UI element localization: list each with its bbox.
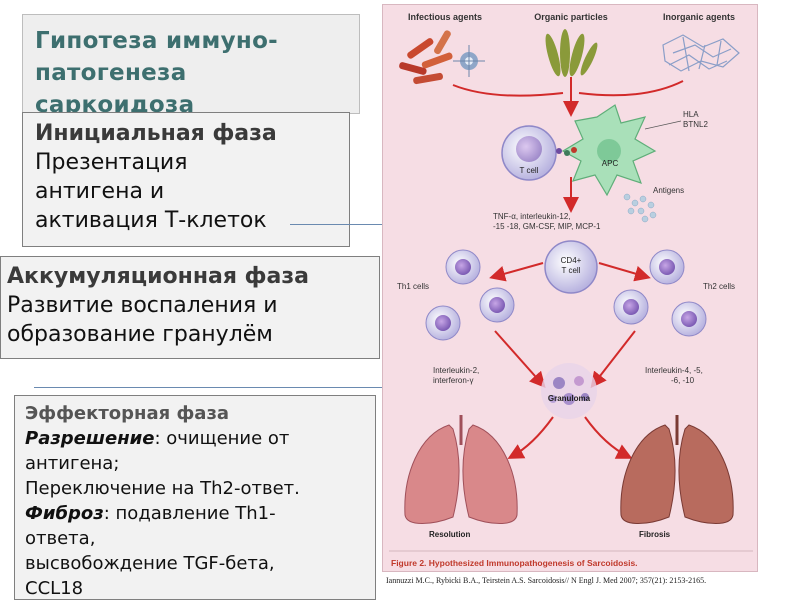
initiation-line: Презентация xyxy=(35,150,188,175)
th1-label: Th1 cells xyxy=(397,282,429,291)
infectious-agents-icon xyxy=(399,30,485,85)
effector-line: Разрешение: очищение от xyxy=(25,426,300,451)
resolution-label: Разрешение xyxy=(25,428,155,449)
figure-panel: Infectious agents Organic particles Inor… xyxy=(382,4,758,572)
cytokines-line-2: -15 -18, GM-CSF, MIP, MCP-1 xyxy=(493,222,601,231)
th1-cell-group xyxy=(425,249,515,341)
title-line: Гипотеза иммуно- xyxy=(35,28,279,54)
effector-phase-title: Эффекторная фаза xyxy=(25,403,230,424)
cd4-label-line-2: T cell xyxy=(562,266,581,275)
il-right-line-2: -6, -10 xyxy=(671,376,695,385)
cytokines-line-1: TNF-α, interleukin-12, xyxy=(493,212,571,221)
fibrosis-label: Fibrosis xyxy=(639,530,671,539)
il-left-line-2: interferon-γ xyxy=(433,376,473,385)
infectious-agents-label: Infectious agents xyxy=(408,12,482,22)
resolution-lungs: Resolution xyxy=(404,415,518,539)
arrow-infectious xyxy=(452,84,564,97)
title-box: Гипотеза иммуно- патогенеза саркоидоза xyxy=(22,14,360,118)
effector-line: высвобождение TGF-бета, xyxy=(25,553,275,574)
granuloma-label: Granuloma xyxy=(548,394,591,403)
arrow-th1-to-granuloma xyxy=(494,330,546,388)
effector-phase-box: Эффекторная фаза Разрешение: очищение от… xyxy=(14,395,376,600)
antigens-label: Antigens xyxy=(653,186,684,195)
arrow-to-resolution xyxy=(507,416,554,459)
accumulation-line: Развитие воспаления и xyxy=(7,293,278,318)
inorganic-agents-icon xyxy=(662,34,740,72)
hla-label: HLA xyxy=(683,110,699,119)
t-cell-label: T cell xyxy=(520,166,539,175)
arrow-th2-to-granuloma xyxy=(590,330,636,389)
effector-line: антигена; xyxy=(25,453,120,474)
initiation-phase-title: Инициальная фаза xyxy=(35,121,277,146)
fibrosis-label: Фиброз xyxy=(25,503,104,524)
accumulation-phase-title: Аккумуляционная фаза xyxy=(7,264,309,289)
granuloma: Granuloma xyxy=(541,363,597,419)
th2-cell-group xyxy=(613,249,707,337)
effector-phase-text: Эффекторная фаза Разрешение: очищение от… xyxy=(25,401,300,601)
antigens-dots xyxy=(623,193,657,223)
initiation-line: активация Т-клеток xyxy=(35,208,267,233)
resolution-text: : очищение от xyxy=(154,428,290,449)
organic-particles-icon xyxy=(545,29,598,77)
inorganic-agents-label: Inorganic agents xyxy=(663,12,735,22)
cd4-t-cell: CD4+ T cell xyxy=(544,240,598,294)
fibrosis-text: : подавление Th1- xyxy=(103,503,276,524)
arrow-to-th1 xyxy=(489,262,544,282)
il-left-line-1: Interleukin-2, xyxy=(433,366,479,375)
effector-line: CCL18 xyxy=(25,578,84,599)
connector-line-effector xyxy=(34,387,384,388)
fibrosis-lungs: Fibrosis xyxy=(620,415,734,539)
arrow-to-fibrosis xyxy=(584,416,633,459)
effector-line: ответа, xyxy=(25,528,96,549)
accumulation-phase-box: Аккумуляционная фаза Развитие воспаления… xyxy=(0,256,380,359)
effector-line: Фиброз: подавление Th1- xyxy=(25,501,300,526)
apc-label: APC xyxy=(602,159,619,168)
initiation-line: антигена и xyxy=(35,179,165,204)
citation: Iannuzzi M.C., Rybicki B.A., Teirstein A… xyxy=(386,576,707,585)
initiation-phase-box: Инициальная фаза Презентация антигена и … xyxy=(22,112,350,247)
arrow-to-th2 xyxy=(598,262,651,282)
th2-label: Th2 cells xyxy=(703,282,735,291)
immunopathogenesis-diagram: Infectious agents Organic particles Inor… xyxy=(389,12,753,568)
slide-title: Гипотеза иммуно- патогенеза саркоидоза xyxy=(35,25,278,121)
effector-line: Переключение на Th2-ответ. xyxy=(25,478,300,499)
accumulation-line: образование гранулём xyxy=(7,322,273,347)
arrow-inorganic xyxy=(578,80,684,97)
figure-caption: Figure 2. Hypothesized Immunopathogenesi… xyxy=(391,558,638,568)
btnl2-label: BTNL2 xyxy=(683,120,708,129)
cd4-label-line-1: CD4+ xyxy=(561,256,582,265)
resolution-label: Resolution xyxy=(429,530,470,539)
il-right-line-1: Interleukin-4, -5, xyxy=(645,366,703,375)
initiation-phase-text: Инициальная фаза Презентация антигена и … xyxy=(35,119,277,235)
organic-particles-label: Organic particles xyxy=(534,12,608,22)
receptor-complex xyxy=(556,147,577,156)
hla-pointer xyxy=(644,120,682,130)
title-line: патогенеза xyxy=(35,60,187,86)
accumulation-phase-text: Аккумуляционная фаза Развитие воспаления… xyxy=(7,262,309,349)
t-cell: T cell xyxy=(501,125,557,181)
apc-cell: APC xyxy=(561,104,657,197)
